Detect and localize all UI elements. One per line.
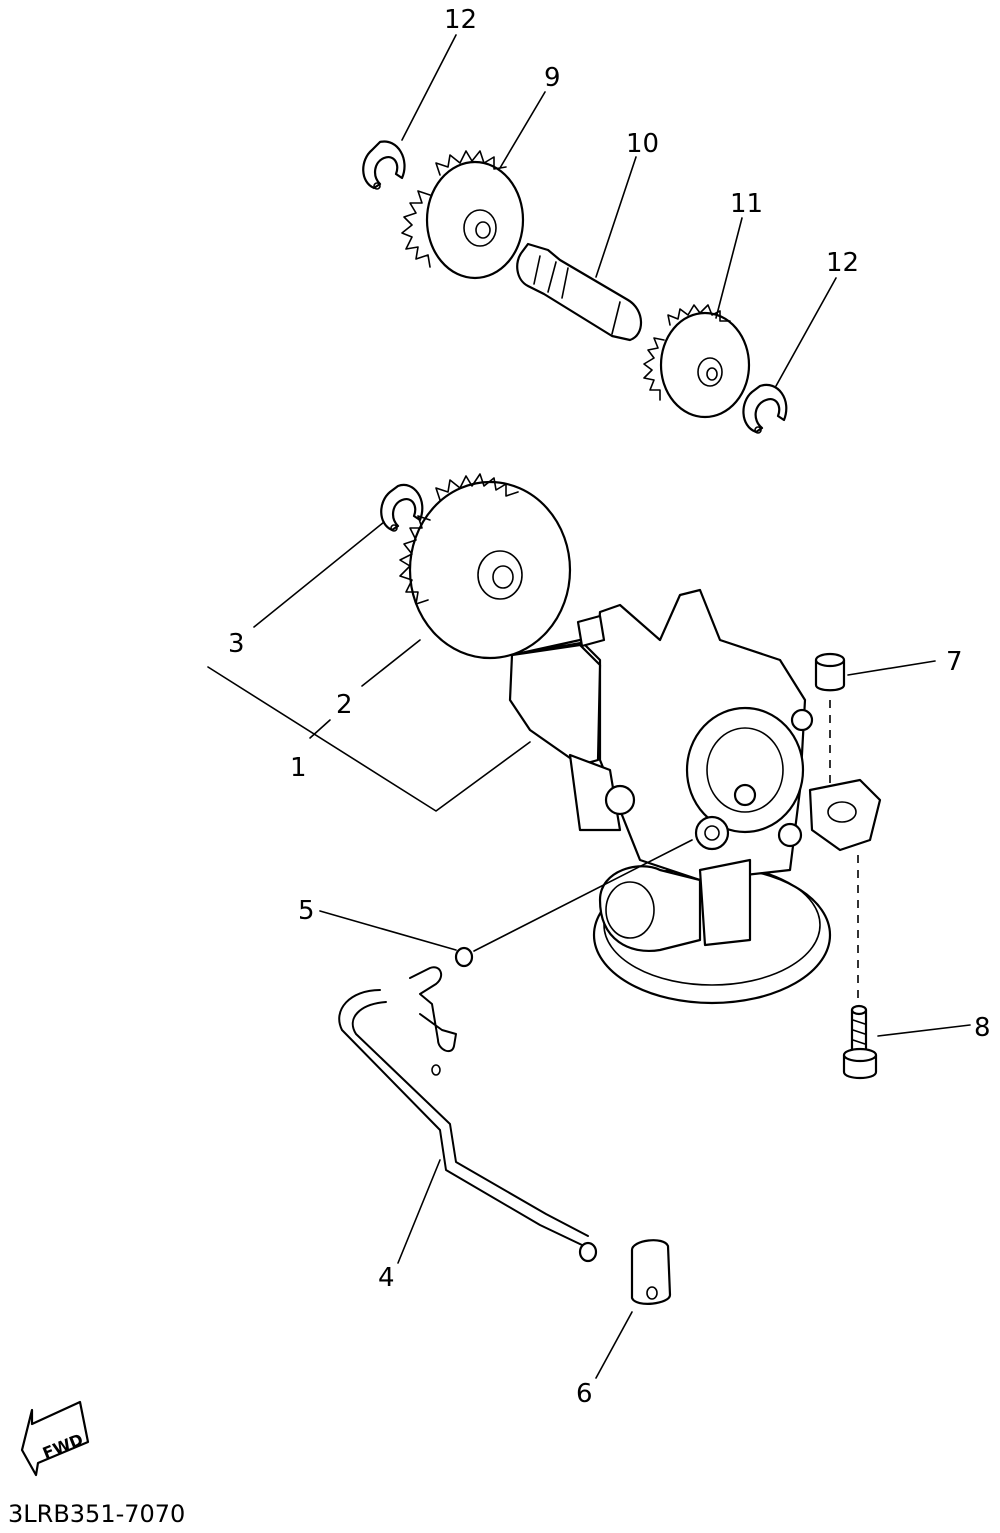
callout-3: 3: [228, 629, 245, 659]
circlip-part-3[interactable]: [380, 483, 424, 532]
o-ring-part-5[interactable]: [454, 946, 474, 968]
callout-12-right: 12: [826, 248, 859, 278]
plate-part-6[interactable]: [630, 1239, 672, 1305]
callout-4: 4: [378, 1263, 395, 1293]
circlip-part-12-top[interactable]: [362, 140, 406, 190]
fwd-direction-arrow: FWD: [20, 1400, 90, 1477]
callout-8: 8: [974, 1013, 991, 1043]
callout-11: 11: [730, 189, 763, 219]
callout-numbers: 1 2 3 4 5 6 7 8 9 10 11 12 12: [228, 5, 991, 1409]
callout-10: 10: [626, 129, 659, 159]
dowel-pin-part-7[interactable]: [814, 652, 846, 692]
shaft-part-10[interactable]: [516, 242, 643, 342]
callout-6: 6: [576, 1379, 593, 1409]
large-gear-part-2[interactable]: [399, 473, 572, 660]
leader-lines: [207, 34, 971, 1379]
callout-9: 9: [544, 63, 561, 93]
gear-part-11[interactable]: [643, 304, 751, 419]
callout-5: 5: [298, 896, 315, 926]
gear-part-9[interactable]: [401, 150, 525, 280]
bolt-part-8[interactable]: [842, 1004, 878, 1080]
callout-2: 2: [336, 690, 353, 720]
oil-pipe-part-4[interactable]: [338, 966, 598, 1263]
callout-12-top: 12: [444, 5, 477, 35]
circlip-part-12-right[interactable]: [742, 383, 788, 434]
oil-pump-assembly-part-1[interactable]: [508, 588, 882, 1005]
diagram-code: 3LRB351-7070: [8, 1500, 185, 1528]
callout-7: 7: [946, 647, 963, 677]
callout-1: 1: [290, 753, 307, 783]
